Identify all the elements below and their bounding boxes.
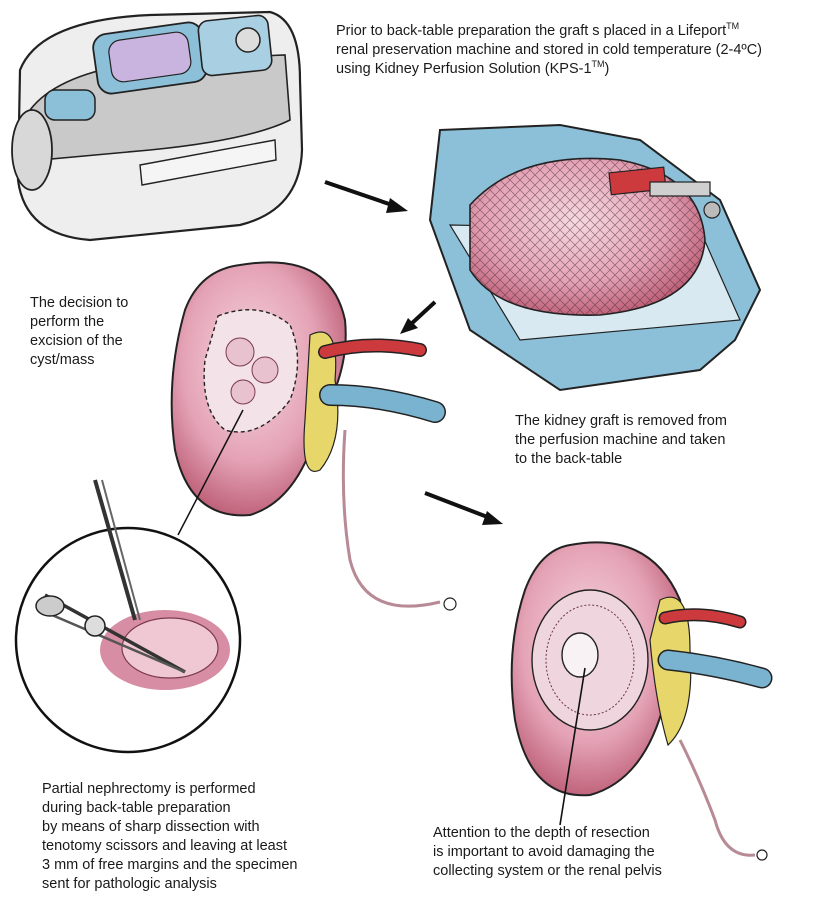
caption-decision: The decision to perform the excision of … (30, 295, 129, 368)
arrow-to-resected-kidney (424, 491, 503, 525)
caption-removed: The kidney graft is removed from the per… (515, 413, 727, 467)
leader-line (177, 409, 244, 536)
magnified-inset (14, 479, 242, 754)
kidney-in-cassette (428, 123, 762, 392)
kidney-with-cyst (170, 261, 457, 611)
caption-lifeport: Prior to back-table preparation the graf… (336, 21, 763, 78)
resected-kidney (510, 541, 773, 861)
arrow-to-kidney (400, 300, 437, 334)
perfusion-machine (11, 10, 304, 242)
caption-partial-nephrectomy: Partial nephrectomy is performed during … (42, 781, 298, 892)
arrow-to-cassette (324, 180, 408, 213)
caption-attention: Attention to the depth of resection is i… (433, 825, 662, 879)
leader-line-resection (559, 667, 586, 826)
